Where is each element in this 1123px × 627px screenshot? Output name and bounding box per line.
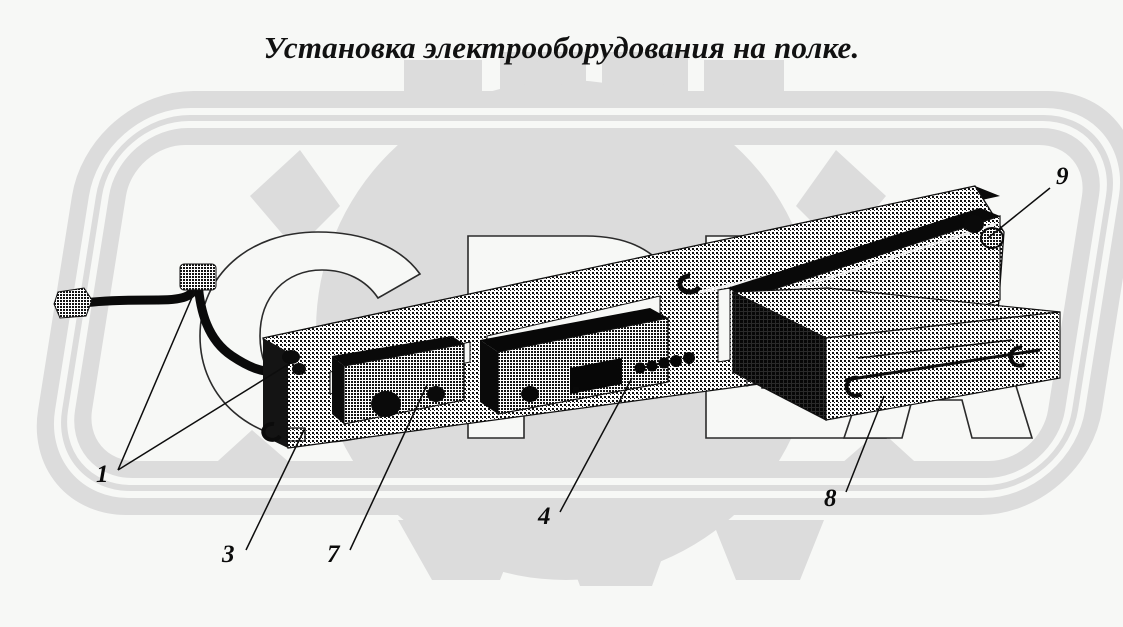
leader-line-7 xyxy=(349,384,428,551)
leader-line-1a xyxy=(117,287,197,471)
callout-9: 9 xyxy=(1056,163,1069,190)
control-knob xyxy=(371,391,401,417)
left-control-unit xyxy=(332,336,465,425)
leader-line-8 xyxy=(845,395,885,493)
right-bracket-box xyxy=(727,208,1061,421)
leader-line-1b xyxy=(117,361,293,471)
button xyxy=(670,355,682,367)
leader-lines xyxy=(117,187,1051,551)
callout-3: 3 xyxy=(222,541,235,568)
fastener-bolt xyxy=(980,227,1004,249)
button xyxy=(658,357,670,369)
control-knob xyxy=(521,386,539,402)
leader-line-4 xyxy=(559,377,633,513)
leader-line-3 xyxy=(245,427,306,551)
callout-4: 4 xyxy=(538,503,551,530)
page-title: Установка электрооборудования на полке. xyxy=(263,30,860,65)
control-knob xyxy=(427,386,445,402)
cable-grommet xyxy=(179,263,217,291)
callout-8: 8 xyxy=(824,485,837,512)
harness-cable xyxy=(53,263,281,377)
display-screen xyxy=(570,358,622,394)
callout-7: 7 xyxy=(327,541,340,568)
leader-line-9 xyxy=(987,187,1051,239)
callout-1: 1 xyxy=(96,461,109,488)
button xyxy=(634,362,646,374)
fastener-bolt xyxy=(964,215,984,233)
button xyxy=(646,360,658,372)
button xyxy=(683,352,695,364)
